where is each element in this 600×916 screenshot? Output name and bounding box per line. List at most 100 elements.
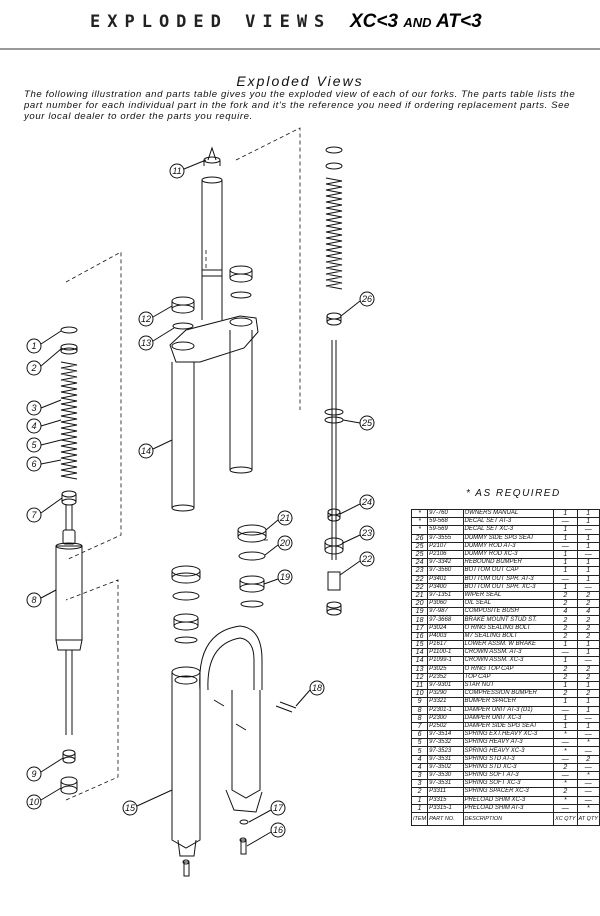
table-cell-description: SPRING SOFT AT-3 [462, 770, 555, 781]
table-cell-at: 2 [576, 615, 600, 625]
callout-19: 19 [263, 569, 293, 585]
table-cell-at: — [576, 525, 600, 535]
table-cell-xc: — [553, 648, 578, 658]
table-cell-at: 1 [576, 648, 600, 658]
svg-text:7: 7 [31, 510, 37, 520]
table-cell-item: 13 [410, 664, 429, 674]
table-cell-description: COMPOSITE BUSH [462, 607, 555, 617]
table-cell-description: STAR NUT [462, 680, 555, 691]
table-cell-part-no: P3060 [427, 599, 464, 609]
table-cell-description: PRELOAD SHIM XC-3 [462, 795, 555, 805]
table-cell-xc: 1 [553, 558, 578, 568]
column-header-description: DESCRIPTION [462, 811, 555, 826]
table-cell-item: 10 [410, 689, 429, 699]
table-cell-part-no: 97-3532 [427, 738, 464, 748]
table-cell-xc: 2 [553, 664, 578, 674]
callout-24: 24 [339, 494, 375, 515]
table-cell-part-no: P3290 [427, 689, 464, 699]
svg-text:10: 10 [29, 797, 39, 807]
callout-6: 6 [26, 456, 62, 472]
svg-text:1: 1 [31, 341, 36, 351]
svg-text:6: 6 [31, 459, 36, 469]
table-cell-part-no: P2107 [427, 541, 464, 551]
table-cell-xc: — [553, 770, 578, 781]
svg-text:5: 5 [31, 440, 37, 450]
table-cell-description: SPRING SPACER XC-3 [462, 787, 555, 797]
table-cell-xc: 1 [553, 639, 578, 650]
table-cell-description: LOWER ASSM. W BRAKE [462, 639, 555, 650]
svg-text:22: 22 [361, 554, 372, 564]
table-cell-description: SPRING STD AT-3 [462, 754, 555, 764]
table-cell-at: 1 [576, 541, 600, 551]
table-cell-xc: 1 [553, 582, 578, 592]
table-cell-part-no: 97-9301 [427, 680, 464, 691]
intro-paragraph: The following illustration and parts tab… [24, 89, 576, 122]
table-cell-part-no: 97-3668 [427, 615, 464, 625]
table-cell-item: 25 [410, 541, 429, 551]
table-cell-part-no: 97-760 [427, 508, 464, 519]
table-cell-at: — [576, 787, 600, 797]
table-cell-part-no: 97-3502 [427, 762, 464, 773]
table-cell-item: 4 [410, 762, 429, 773]
table-cell-part-no: 97-3530 [427, 770, 464, 781]
callout-17: 17 [248, 800, 286, 823]
column-header-part-no: PART NO. [427, 811, 464, 826]
table-cell-description: DUMMY SIDE SPG SEAT [462, 533, 555, 543]
table-cell-at: 1 [576, 697, 600, 707]
table-cell-at: * [576, 738, 600, 748]
column-header-at-qty: AT QTY [576, 811, 600, 826]
table-cell-part-no: 97-3514 [427, 730, 464, 740]
table-cell-at: 2 [576, 689, 600, 699]
table-cell-item: 5 [410, 738, 429, 748]
table-cell-at: 1 [576, 721, 600, 732]
callout-20: 20 [264, 535, 293, 556]
table-cell-xc: 1 [553, 549, 578, 560]
svg-text:4: 4 [31, 421, 36, 431]
table-cell-xc: — [553, 803, 578, 813]
table-cell-xc: 2 [553, 599, 578, 609]
table-cell-at: 1 [576, 680, 600, 691]
table-cell-part-no: P2502 [427, 721, 464, 732]
table-cell-at: 1 [576, 566, 600, 576]
table-cell-description: WIPER SEAL [462, 590, 555, 601]
table-cell-xc: * [553, 730, 578, 740]
table-cell-at: 1 [576, 533, 600, 543]
table-cell-xc: * [553, 746, 578, 756]
table-cell-item: 2 [410, 787, 429, 797]
table-cell-at: — [576, 779, 600, 789]
table-cell-xc: 4 [553, 607, 578, 617]
table-cell-at: 1 [576, 558, 600, 568]
table-cell-at: * [576, 803, 600, 813]
table-cell-at: — [576, 713, 600, 723]
model-at: AT<3 [436, 11, 482, 32]
table-cell-part-no: 97-3342 [427, 558, 464, 568]
table-cell-part-no: 97-1351 [427, 590, 464, 601]
table-cell-item: 16 [410, 631, 429, 642]
table-cell-xc: 2 [553, 689, 578, 699]
table-cell-xc: — [553, 754, 578, 764]
table-cell-description: DUMMY ROD XC-3 [462, 549, 555, 560]
table-cell-part-no: P3400 [427, 582, 464, 592]
callout-18: 18 [295, 680, 325, 707]
callout-23: 23 [342, 525, 375, 544]
table-cell-part-no: P1617 [427, 639, 464, 650]
table-cell-description: PRELOAD SHIM AT-3 [462, 803, 555, 813]
table-cell-part-no: P3401 [427, 574, 464, 584]
table-cell-part-no: P4003 [427, 631, 464, 642]
table-cell-at: 2 [576, 623, 600, 633]
svg-text:18: 18 [312, 683, 322, 693]
